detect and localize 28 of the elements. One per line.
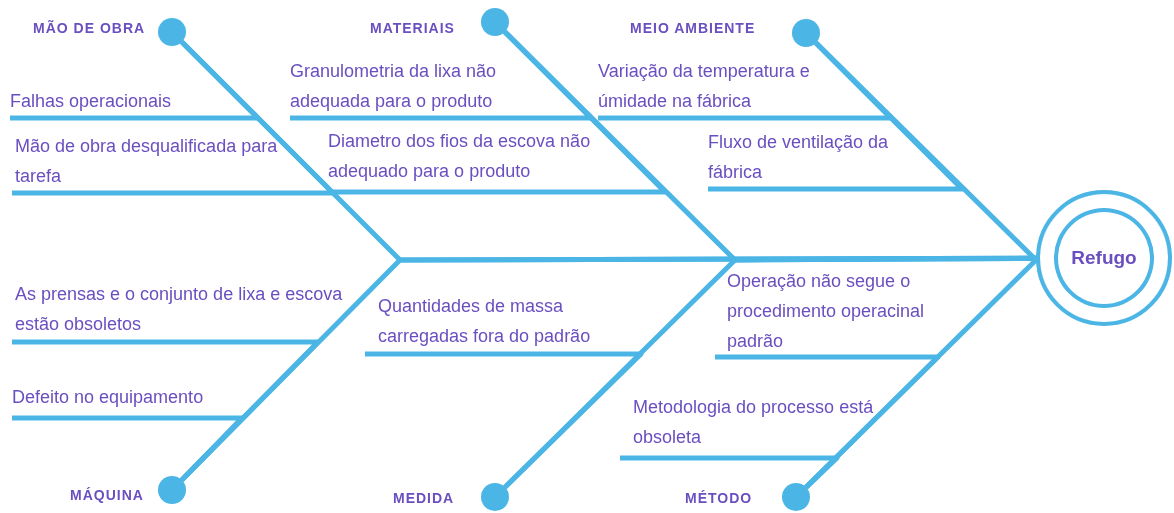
cause-text: Quantidades de massa carregadas fora do padrão [378, 295, 592, 348]
cause-text: Variação da temperatura e úmidade na fábrica [598, 60, 811, 113]
category-label: MÁQUINA [70, 487, 144, 503]
category-label: MÃO DE OBRA [33, 20, 146, 36]
cause-text: Fluxo de ventilação da fábrica [708, 131, 890, 184]
cause-text: Falhas operacionais [10, 90, 173, 113]
cause-text: As prensas e o conjunto de lixa e escova estão obsoletos [15, 283, 344, 336]
cause-text: Operação não segue o procedimento operacinal padrão [727, 270, 926, 353]
head-circle [1036, 190, 1172, 326]
cause-text: Mão de obra desqualificada para tarefa [15, 135, 279, 188]
category-dot [481, 8, 509, 36]
branch-line [620, 455, 840, 490]
category-dot [782, 483, 810, 511]
cause-text: Diametro dos fios da escova não adequado para o produto [328, 130, 592, 183]
bone-line [804, 258, 1038, 489]
category-label: MEIO AMBIENTE [630, 20, 756, 36]
category-dot [158, 476, 186, 504]
head-label: Refugo [1071, 247, 1137, 269]
category-dot [792, 19, 820, 47]
category-label: MÉTODO [685, 490, 753, 506]
cause-text: Defeito no equipamento [12, 386, 205, 409]
category-label: MATERIAIS [370, 20, 455, 36]
cause-text: Metodologia do processo está obsoleta [633, 396, 875, 449]
category-label: MEDIDA [393, 490, 455, 506]
bone-line [503, 255, 1036, 489]
category-dot [158, 18, 186, 46]
cause-text: Granulometria da lixa não adequada para o produto [290, 60, 498, 113]
category-dot [481, 483, 509, 511]
